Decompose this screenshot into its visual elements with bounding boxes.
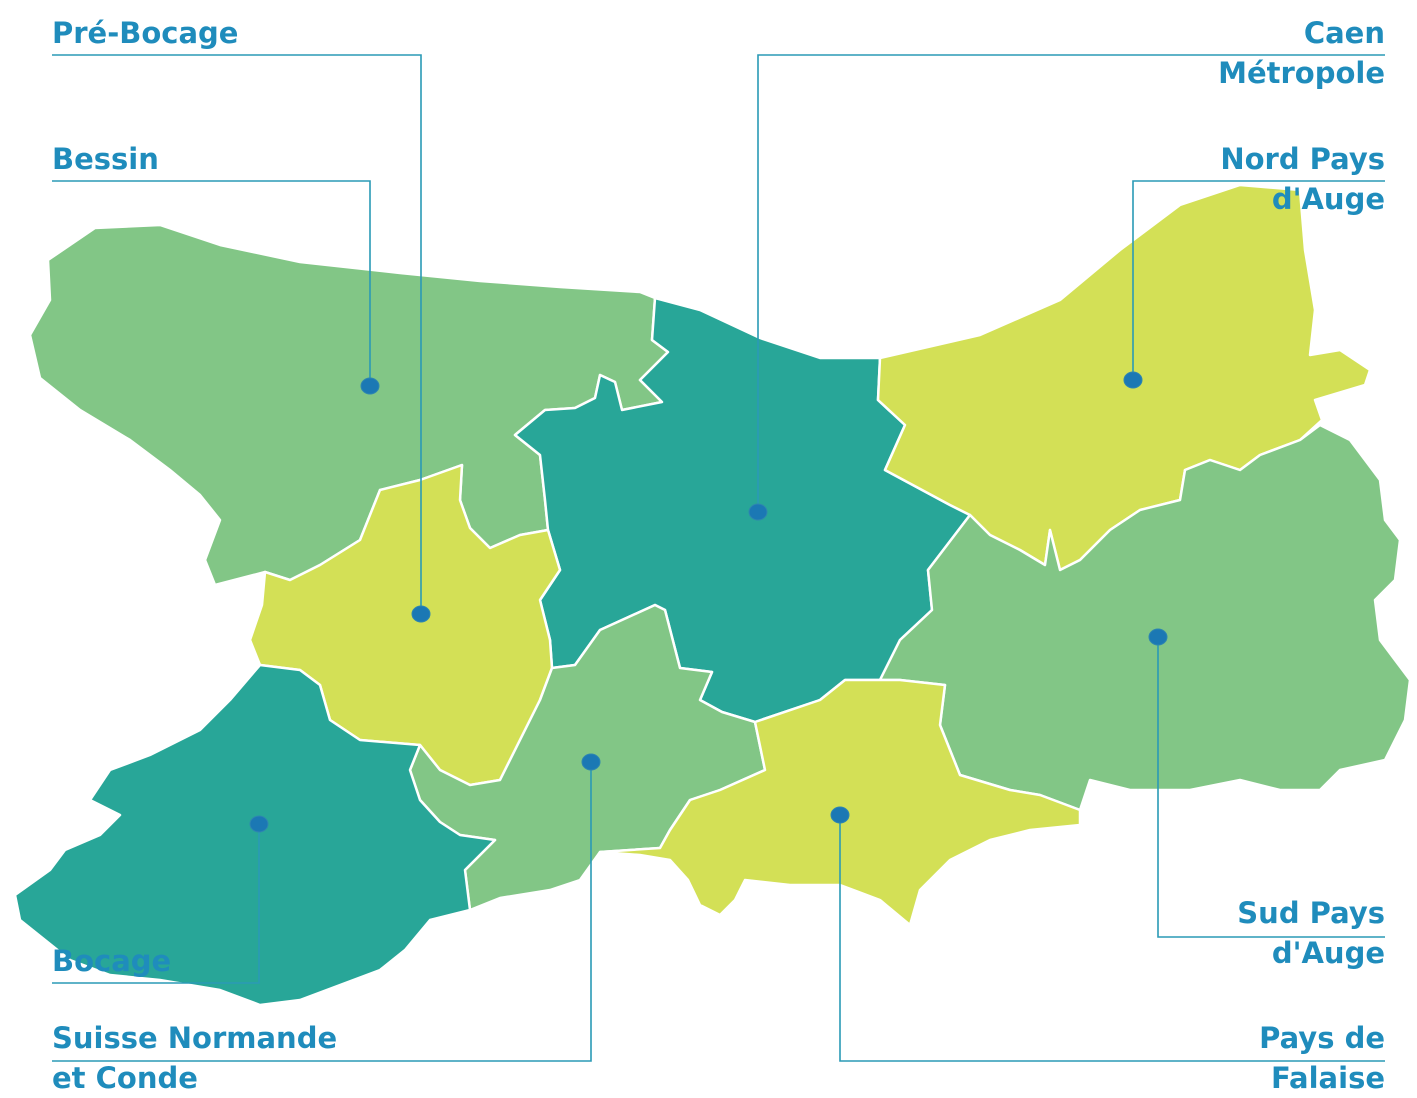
leader-lines	[52, 54, 1385, 1062]
region-markers	[249, 371, 1168, 833]
label-line: Pays de	[1259, 1021, 1385, 1055]
label-line: Suisse Normande	[52, 1021, 338, 1055]
label-line: d'Auge	[1271, 182, 1385, 216]
label-bessin[interactable]: Bessin	[52, 139, 159, 179]
region-bocage[interactable]	[13, 663, 497, 1007]
leader-suisse-normande	[52, 762, 592, 1062]
marker-suisse-normande[interactable]	[581, 753, 601, 771]
leader-bessin	[52, 180, 371, 386]
marker-pays-falaise[interactable]	[830, 806, 850, 824]
leader-pre-bocage	[52, 54, 422, 614]
label-pays-falaise[interactable]: Pays de Falaise	[1259, 1018, 1385, 1098]
label-line: Nord Pays	[1220, 142, 1385, 176]
label-line: Métropole	[1218, 56, 1385, 90]
marker-sud-pays-auge[interactable]	[1148, 628, 1168, 646]
label-sud-pays-auge[interactable]: Sud Pays d'Auge	[1237, 893, 1385, 973]
leader-nord-pays-auge	[1132, 180, 1385, 380]
marker-caen-metropole[interactable]	[748, 503, 768, 521]
regions-layer	[13, 183, 1412, 1007]
label-line: Falaise	[1270, 1061, 1385, 1095]
leader-caen-metropole	[757, 54, 1385, 512]
label-line: Caen	[1303, 16, 1385, 50]
marker-nord-pays-auge[interactable]	[1123, 371, 1143, 389]
label-caen-metropole[interactable]: Caen Métropole	[1218, 13, 1385, 93]
label-suisse-normande[interactable]: Suisse Normande et Conde	[52, 1018, 337, 1098]
label-pre-bocage[interactable]: Pré-Bocage	[52, 13, 238, 53]
region-pays-falaise[interactable]	[598, 678, 1082, 927]
marker-bessin[interactable]	[360, 377, 380, 395]
label-line: et Conde	[52, 1061, 198, 1095]
label-line: Sud Pays	[1237, 896, 1385, 930]
leader-pays-falaise	[839, 815, 1385, 1062]
marker-bocage[interactable]	[249, 815, 269, 833]
label-line: Bocage	[52, 944, 172, 978]
label-line: Pré-Bocage	[52, 16, 239, 50]
label-nord-pays-auge[interactable]: Nord Pays d'Auge	[1220, 139, 1385, 219]
label-bocage[interactable]: Bocage	[52, 941, 171, 981]
label-line: Bessin	[52, 142, 159, 176]
leader-sud-pays-auge	[1157, 637, 1385, 938]
leader-bocage	[52, 824, 260, 984]
marker-pre-bocage[interactable]	[411, 605, 431, 623]
label-line: d'Auge	[1271, 936, 1385, 970]
